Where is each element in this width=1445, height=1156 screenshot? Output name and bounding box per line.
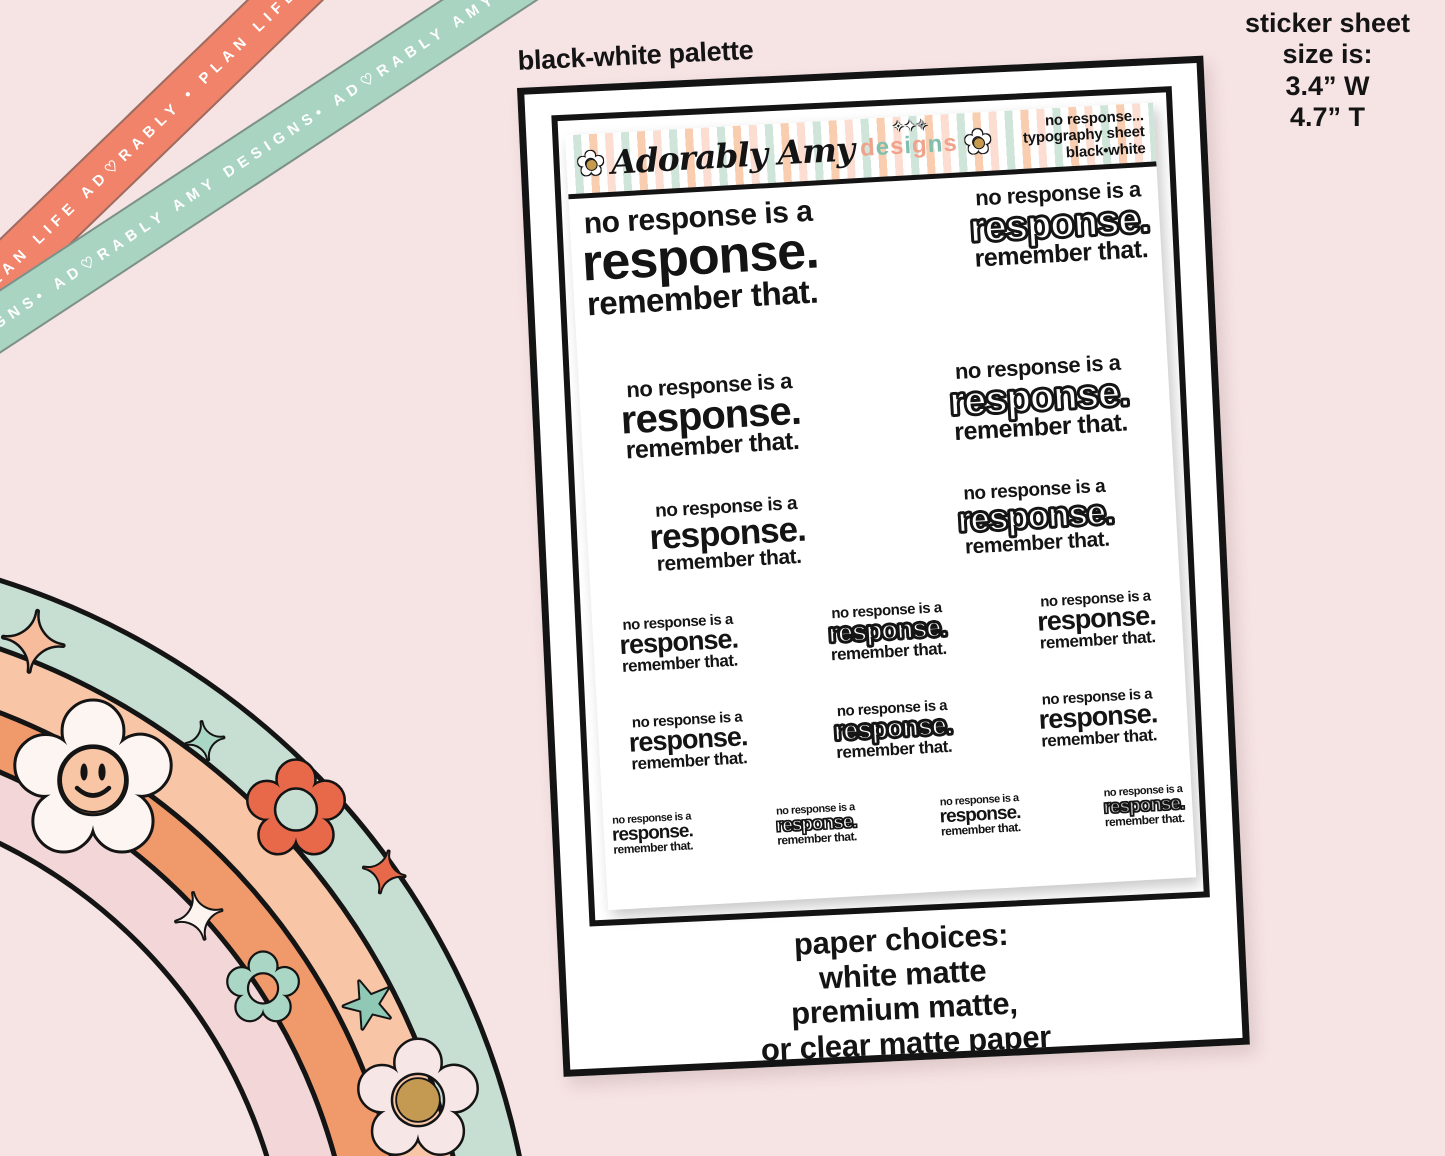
size-note-line: size is: [1282, 39, 1373, 70]
daisy-center [395, 1077, 441, 1123]
brand-name: Adorably Amy [609, 129, 856, 182]
sticker-text-line3: remember that. [612, 837, 694, 857]
size-note-line: 3.4” W [1285, 70, 1370, 101]
palette-label: black-white palette [517, 34, 755, 76]
sticker-sheet-frame: ✿ Adorably Amy ✧✦✧ designs ✿ no response… [551, 86, 1210, 927]
size-note: sticker sheet size is: 3.4” W 4.7” T [1220, 8, 1435, 133]
sticker-text-line3: remember that. [1104, 810, 1185, 829]
sticker-text-line3: remember that. [830, 638, 948, 665]
sticker-text-line3: remember that. [1039, 627, 1156, 653]
sparkle-icon: ✦ [0, 592, 73, 693]
paper-choices-note: paper choices: white matte premium matte… [564, 907, 1243, 1077]
sticker-text-line3: remember that. [973, 234, 1149, 273]
sticker-text-line3: remember that. [621, 650, 739, 676]
flower-icon: ✿ [242, 732, 351, 884]
sticker-text-line3: remember that. [940, 819, 1021, 839]
flower-icon: ✿ [223, 933, 303, 1043]
sticker-text-line3: remember that. [953, 408, 1129, 446]
product-card: ✿ Adorably Amy ✧✦✧ designs ✿ no response… [517, 55, 1250, 1077]
sticker-text-line3: remember that. [835, 736, 953, 763]
sticker-sheet: ✿ Adorably Amy ✧✦✧ designs ✿ no response… [564, 102, 1197, 911]
sticker-text-line3: remember that. [624, 426, 800, 465]
daisy-smiley-icon: ✿ [5, 656, 181, 901]
daisy-icon: ✿ [962, 122, 994, 162]
sticker-text-line3: remember that. [776, 828, 858, 848]
brand-sub: ✧✦✧ designs [859, 117, 959, 162]
daisy-icon: ✿ [575, 143, 607, 184]
brand-sub-text: designs [859, 128, 959, 162]
size-note-line: 4.7” T [1289, 101, 1366, 132]
brand-logo: ✿ Adorably Amy ✧✦✧ designs ✿ [575, 117, 994, 184]
sheet-title: no response... typography sheet black•wh… [1022, 107, 1146, 164]
sticker-text-line3: remember that. [1040, 725, 1158, 751]
product-card-wrap: black-white palette ✿ Adorably Amy ✧✦✧ d… [517, 35, 1250, 1077]
daisy-face [60, 747, 126, 813]
rainbow-graphic: ✦ ✿ ✦ ✿ ✦ ✦ ✿ ★ ✿ [0, 577, 522, 1156]
sticker-text-line3: remember that. [630, 748, 748, 774]
sparkle-icon: ✧✦✧ [892, 116, 929, 134]
size-note-line: sticker sheet [1244, 8, 1411, 38]
